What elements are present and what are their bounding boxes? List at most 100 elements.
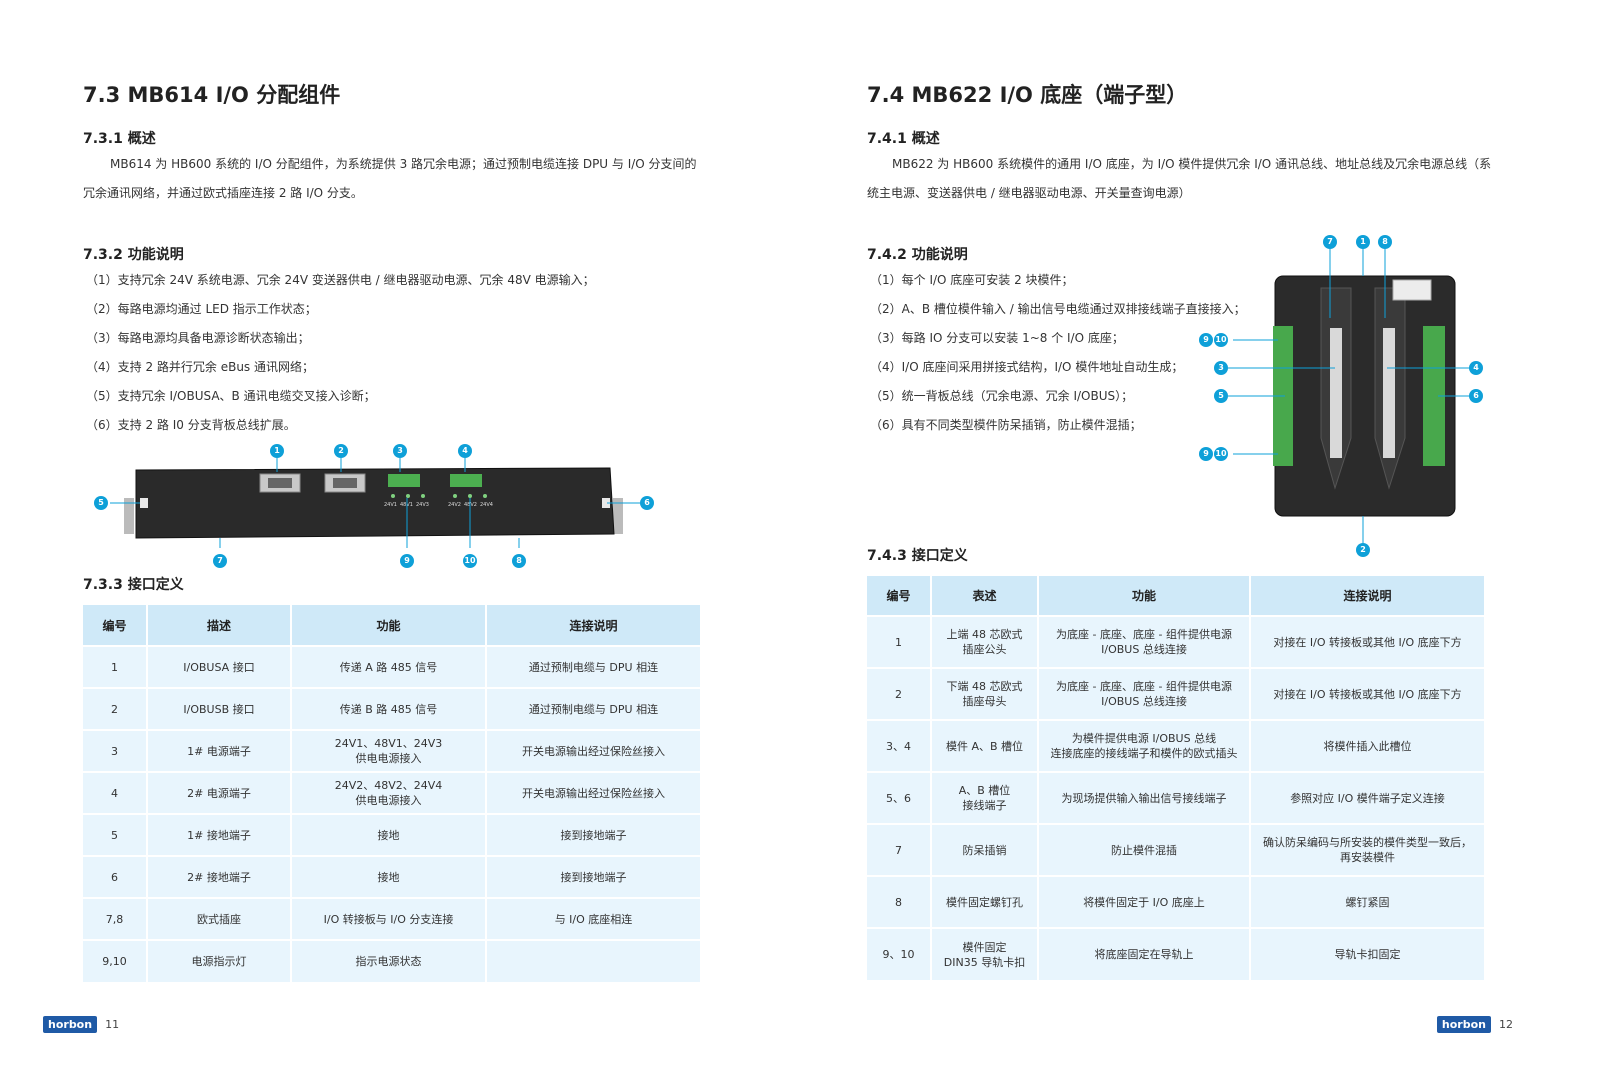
function-list: （1）每个 I/O 底座可安装 2 块模件； （2）A、B 槽位模件输入 / 输… (870, 266, 1270, 440)
page-footer: horbon 12 (1436, 1016, 1513, 1033)
overview-text: MB622 为 HB600 系统模件的通用 I/O 底座，为 I/O 模件提供冗… (867, 157, 1492, 200)
table-row: 4 2# 电源端子 24V2、48V2、24V4 供电电源接入 开关电源输出经过… (83, 771, 702, 814)
table-header: 功能 (1038, 576, 1251, 616)
horbon-logo: horbon (43, 1016, 98, 1033)
list-item: （2）A、B 槽位模件输入 / 输出信号电缆通过双排接线端子直接接入； (870, 302, 1246, 316)
list-item: （5）统一背板总线（冗余电源、冗余 I/OBUS）； (870, 389, 1134, 403)
table-cell: 将底座固定在导轨上 (1038, 927, 1251, 980)
table-cell: I/OBUSB 接口 (147, 687, 292, 730)
table-cell: 4 (83, 771, 148, 814)
table-cell: 为底座 - 底座、底座 - 组件提供电源 I/OBUS 总线连接 (1038, 667, 1251, 720)
callout-badge: 4 (458, 444, 472, 458)
table-row: 7,8 欧式插座 I/O 转接板与 I/O 分支连接 与 I/O 底座相连 (83, 897, 702, 940)
table-cell: 7,8 (83, 897, 148, 940)
list-item: （6）支持 2 路 I0 分支背板总线扩展。 (86, 418, 296, 432)
table-cell: 防呆插销 (931, 823, 1039, 876)
table-row: 5、6 A、B 槽位 接线端子 为现场提供输入输出信号接线端子 参照对应 I/O… (867, 771, 1486, 824)
callout-badge: 7 (1323, 235, 1337, 249)
table-cell: 下端 48 芯欧式 插座母头 (931, 667, 1039, 720)
table-row: 6 2# 接地端子 接地 接到接地端子 (83, 855, 702, 898)
table-cell: 开关电源输出经过保险丝接入 (486, 771, 702, 814)
table-row: 3 1# 电源端子 24V1、48V1、24V3 供电电源接入 开关电源输出经过… (83, 729, 702, 772)
callout-badge: 9 (1199, 447, 1213, 461)
table-cell: 1# 电源端子 (147, 729, 292, 772)
table-row: 9、10 模件固定 DIN35 导轨卡扣 将底座固定在导轨上 导轨卡扣固定 (867, 927, 1486, 980)
list-item: （3）每路电源均具备电源诊断状态输出； (86, 331, 310, 345)
callout-badge: 10 (463, 554, 477, 568)
table-cell: 1 (867, 615, 932, 668)
table-cell: 上端 48 芯欧式 插座公头 (931, 615, 1039, 668)
overview-title: 7.4.1 概述 (867, 131, 940, 147)
callout-badge: 4 (1469, 361, 1483, 375)
table-cell: 模件固定螺钉孔 (931, 875, 1039, 928)
list-item: （1）每个 I/O 底座可安装 2 块模件； (870, 273, 1074, 287)
table-row: 5 1# 接地端子 接地 接到接地端子 (83, 813, 702, 856)
table-cell: 24V1、48V1、24V3 供电电源接入 (291, 729, 487, 772)
table-cell: 开关电源输出经过保险丝接入 (486, 729, 702, 772)
interface-table: 编号 描述 功能 连接说明 1 I/OBUSA 接口 传递 A 路 485 信号… (83, 605, 702, 982)
list-item: （4）I/O 底座间采用拼接式结构，I/O 模件地址自动生成； (870, 360, 1184, 374)
table-cell: 确认防呆编码与所安装的模件类型一致后， 再安装模件 (1250, 823, 1486, 876)
overview-title: 7.3.1 概述 (83, 131, 156, 147)
table-cell: 模件固定 DIN35 导轨卡扣 (931, 927, 1039, 980)
table-cell: 6 (83, 855, 148, 898)
table-cell: 3 (83, 729, 148, 772)
table-row: 2 下端 48 芯欧式 插座母头 为底座 - 底座、底座 - 组件提供电源 I/… (867, 667, 1486, 720)
device-label: 24V3 (416, 502, 429, 508)
table-cell: 将模件插入此槽位 (1250, 719, 1486, 772)
list-item: （6）具有不同类型模件防呆插销，防止模件混插； (870, 418, 1142, 432)
table-cell: 通过预制电缆与 DPU 相连 (486, 687, 702, 730)
table-cell: 1# 接地端子 (147, 813, 292, 856)
page-footer: horbon 11 (43, 1016, 119, 1033)
interface-title: 7.4.3 接口定义 (867, 548, 968, 564)
table-cell: 2 (867, 667, 932, 720)
table-cell: 导轨卡扣固定 (1250, 927, 1486, 980)
callout-badge: 9 (1199, 333, 1213, 347)
table-header: 表述 (931, 576, 1039, 616)
table-cell: 1 (83, 645, 148, 688)
table-cell: 指示电源状态 (291, 939, 487, 982)
table-header: 功能 (291, 605, 487, 646)
table-cell: 与 I/O 底座相连 (486, 897, 702, 940)
table-cell: 为模件提供电源 I/OBUS 总线 连接底座的接线端子和模件的欧式插头 (1038, 719, 1251, 772)
interface-table: 编号 表述 功能 连接说明 1 上端 48 芯欧式 插座公头 为底座 - 底座、… (867, 576, 1486, 980)
callout-badge: 6 (1469, 389, 1483, 403)
callout-badge: 5 (1214, 389, 1228, 403)
table-header: 编号 (83, 605, 148, 646)
table-cell: 7 (867, 823, 932, 876)
table-row: 1 上端 48 芯欧式 插座公头 为底座 - 底座、底座 - 组件提供电源 I/… (867, 615, 1486, 668)
right-page: 7.4 MB622 I/O 底座（端子型） 7.4.1 概述 MB622 为 H… (800, 0, 1600, 1085)
table-row: 8 模件固定螺钉孔 将模件固定于 I/O 底座上 螺钉紧固 (867, 875, 1486, 928)
list-item: （4）支持 2 路并行冗余 eBus 通讯网络； (86, 360, 315, 374)
horbon-logo: horbon (1436, 1016, 1491, 1033)
table-cell: 欧式插座 (147, 897, 292, 940)
callout-badge: 3 (393, 444, 407, 458)
list-item: （3）每路 IO 分支可以安装 1~8 个 I/O 底座； (870, 331, 1124, 345)
table-cell: 2# 接地端子 (147, 855, 292, 898)
table-cell: I/OBUSA 接口 (147, 645, 292, 688)
table-cell: 传递 B 路 485 信号 (291, 687, 487, 730)
callout-badge: 1 (270, 444, 284, 458)
mb614-device-image: 24V1 48V1 24V3 24V2 48V2 24V4 (110, 458, 640, 548)
function-title: 7.3.2 功能说明 (83, 247, 184, 263)
table-cell: 24V2、48V2、24V4 供电电源接入 (291, 771, 487, 814)
table-header: 编号 (867, 576, 932, 616)
table-cell: 为底座 - 底座、底座 - 组件提供电源 I/OBUS 总线连接 (1038, 615, 1251, 668)
table-cell: 传递 A 路 485 信号 (291, 645, 487, 688)
callout-badge: 7 (213, 554, 227, 568)
overview-text: MB614 为 HB600 系统的 I/O 分配组件，为系统提供 3 路冗余电源… (83, 157, 697, 200)
table-row: 1 I/OBUSA 接口 传递 A 路 485 信号 通过预制电缆与 DPU 相… (83, 645, 702, 688)
table-cell: 模件 A、B 槽位 (931, 719, 1039, 772)
table-cell: 电源指示灯 (147, 939, 292, 982)
table-cell: 对接在 I/O 转接板或其他 I/O 底座下方 (1250, 667, 1486, 720)
table-row: 2 I/OBUSB 接口 传递 B 路 485 信号 通过预制电缆与 DPU 相… (83, 687, 702, 730)
table-cell: 5、6 (867, 771, 932, 824)
table-cell: 参照对应 I/O 模件端子定义连接 (1250, 771, 1486, 824)
callout-badge: 9 (400, 554, 414, 568)
function-list: （1）支持冗余 24V 系统电源、冗余 24V 变送器供电 / 继电器驱动电源、… (86, 266, 726, 440)
list-item: （1）支持冗余 24V 系统电源、冗余 24V 变送器供电 / 继电器驱动电源、… (86, 273, 595, 287)
table-cell: 接到接地端子 (486, 813, 702, 856)
table-header: 连接说明 (486, 605, 702, 646)
callout-badge: 2 (1356, 543, 1370, 557)
section-title: 7.4 MB622 I/O 底座（端子型） (867, 83, 1188, 107)
